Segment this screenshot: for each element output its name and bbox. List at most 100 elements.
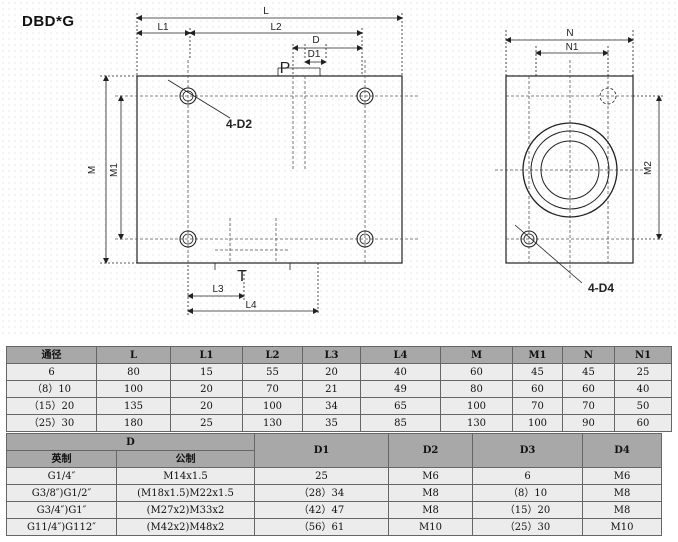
table-subheader-row: 英制 公制 xyxy=(6,450,662,468)
port-T: T xyxy=(237,268,247,285)
header-cell: N xyxy=(562,346,615,364)
table-cell: G1/4″ xyxy=(6,467,117,485)
table-cell: 6 xyxy=(6,363,97,381)
header-cell: L4 xyxy=(360,346,441,364)
header-cell-metric: 公制 xyxy=(115,450,256,468)
table-cell: 100 xyxy=(512,414,563,432)
table-cell: 60 xyxy=(512,380,563,398)
table-cell: M6 xyxy=(582,467,663,485)
header-cell: D1 xyxy=(254,433,390,468)
dim-D1: D1 xyxy=(308,49,321,60)
dim-N: N xyxy=(566,28,573,39)
table-cell: 100 xyxy=(242,397,303,415)
header-cell: 通径 xyxy=(6,346,97,364)
table-cell: （28）34 xyxy=(254,484,390,502)
table-cell: M10 xyxy=(388,518,474,536)
table-cell: 40 xyxy=(614,380,672,398)
header-cell: M1 xyxy=(512,346,563,364)
mounting-hole-top-left xyxy=(179,87,197,105)
table-cell: 25 xyxy=(170,414,243,432)
mounting-hole-bottom-right xyxy=(356,230,374,248)
table-cell: 25 xyxy=(614,363,672,381)
header-cell: M xyxy=(440,346,513,364)
table-cell: 34 xyxy=(302,397,361,415)
dim-L3: L3 xyxy=(212,284,224,295)
table-cell: 60 xyxy=(614,414,672,432)
table-cell: 85 xyxy=(360,414,441,432)
table-cell: 20 xyxy=(170,397,243,415)
table-header-row: 通径 L L1 L2 L3 L4 M M1 N N1 xyxy=(6,346,672,364)
technical-drawing: L L1 L2 D D1 P M M1 T L3 L4 4-D2 N N1 M2… xyxy=(87,6,664,315)
table-cell: （56）61 xyxy=(254,518,390,536)
thread-table: D D1 D2 D3 D4 英制 公制 G1/4″ M14x1.5 25 M6 … xyxy=(5,433,663,536)
dimension-table: 通径 L L1 L2 L3 L4 M M1 N N1 6 80 15 55 20… xyxy=(6,346,672,432)
side-hole-bottom xyxy=(520,230,538,248)
table-cell: 100 xyxy=(96,380,171,398)
port-P: P xyxy=(280,60,291,77)
dim-M: M xyxy=(87,166,98,174)
dim-N1: N1 xyxy=(566,42,579,53)
callout-4-D4: 4-D4 xyxy=(588,281,614,295)
table-cell: (M42x2)M48x2 xyxy=(115,518,256,536)
table-cell: M8 xyxy=(388,501,474,519)
front-view-body xyxy=(136,75,403,264)
header-cell: D2 xyxy=(388,433,474,468)
table-header-row: D D1 D2 D3 D4 xyxy=(5,433,663,468)
header-cell: L3 xyxy=(302,346,361,364)
table-cell: 130 xyxy=(242,414,303,432)
dim-M1: M1 xyxy=(109,163,120,177)
table-cell: （42）47 xyxy=(254,501,390,519)
table-cell: （15）20 xyxy=(472,501,584,519)
table-cell: 21 xyxy=(302,380,361,398)
model-title: DBD*G xyxy=(22,13,75,30)
table-cell: 70 xyxy=(562,397,615,415)
table-cell: （25）30 xyxy=(6,414,97,432)
table-cell: 45 xyxy=(562,363,615,381)
dim-L: L xyxy=(263,6,269,17)
table-cell: G3/4″)G1″ xyxy=(6,501,117,519)
dim-L1: L1 xyxy=(157,22,169,33)
table-cell: 15 xyxy=(170,363,243,381)
table-cell: 180 xyxy=(96,414,171,432)
table-row: G3/8″)G1/2″ (M18x1.5)M22x1.5 （28）34 M8 （… xyxy=(6,484,663,502)
table-cell: 80 xyxy=(96,363,171,381)
table-cell: M8 xyxy=(582,484,663,502)
table-cell: 90 xyxy=(562,414,615,432)
table-cell: M6 xyxy=(388,467,474,485)
table-row: G3/4″)G1″ (M27x2)M33x2 （42）47 M8 （15）20 … xyxy=(6,501,663,519)
header-cell: N1 xyxy=(614,346,672,364)
table-cell: (M18x1.5)M22x1.5 xyxy=(115,484,256,502)
table-cell: 130 xyxy=(440,414,513,432)
table-cell: M10 xyxy=(582,518,663,536)
dim-D: D xyxy=(312,35,319,46)
table-cell: （8）10 xyxy=(472,484,584,502)
table-cell: M8 xyxy=(388,484,474,502)
table-row: 6 80 15 55 20 40 60 45 45 25 xyxy=(6,363,672,381)
header-cell-imperial: 英制 xyxy=(6,450,117,468)
table-cell: 55 xyxy=(242,363,303,381)
table-row: （25）30 180 25 130 35 85 130 100 90 60 xyxy=(6,414,672,432)
table-cell: 20 xyxy=(302,363,361,381)
table-cell: 70 xyxy=(242,380,303,398)
dim-L4: L4 xyxy=(245,300,257,311)
table-cell: 60 xyxy=(440,363,513,381)
table-cell: G11/4″)G112″ xyxy=(6,518,117,536)
header-cell: D3 xyxy=(472,433,584,468)
table-cell: 50 xyxy=(614,397,672,415)
table-cell: M14x1.5 xyxy=(115,467,256,485)
dim-M2: M2 xyxy=(643,161,654,175)
mounting-hole-top-right xyxy=(356,87,374,105)
table-cell: 35 xyxy=(302,414,361,432)
table-cell: 6 xyxy=(472,467,584,485)
side-view-body xyxy=(505,75,634,264)
table-cell: 20 xyxy=(170,380,243,398)
header-cell: D4 xyxy=(582,433,663,468)
table-cell: （8）10 xyxy=(6,380,97,398)
table-cell: （15）20 xyxy=(6,397,97,415)
callout-4-D2: 4-D2 xyxy=(226,117,252,131)
table-cell: 70 xyxy=(512,397,563,415)
table-cell: （25）30 xyxy=(472,518,584,536)
table-row: G1/4″ M14x1.5 25 M6 6 M6 xyxy=(6,467,663,485)
table-row: G11/4″)G112″ (M42x2)M48x2 （56）61 M10 （25… xyxy=(6,518,663,536)
table-cell: G3/8″)G1/2″ xyxy=(6,484,117,502)
